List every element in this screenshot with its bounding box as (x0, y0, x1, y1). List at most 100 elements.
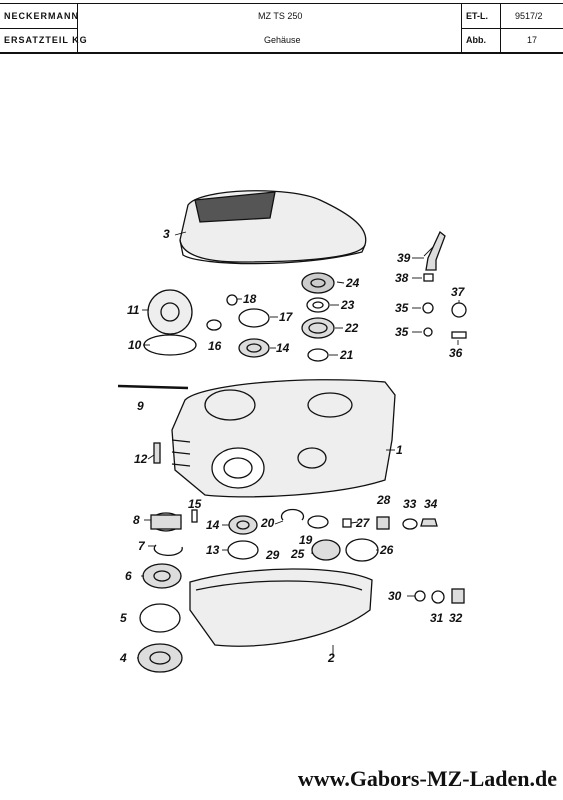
bearing-22 (301, 317, 335, 339)
part-label: 13 (206, 543, 220, 557)
bolt-34 (420, 518, 438, 527)
seal-ring-16 (206, 319, 222, 331)
part-label: 4 (119, 651, 127, 665)
cap-37 (451, 302, 467, 318)
part-label: 35 (395, 301, 409, 315)
department-name: ERSATZTEIL KG (4, 35, 88, 45)
bearing-flange-part (147, 289, 193, 335)
part-label: 1 (396, 443, 403, 457)
part-label: 37 (451, 285, 466, 299)
frame-top (0, 3, 563, 4)
part-label: 6 (125, 569, 132, 583)
leader-lines (137, 231, 460, 659)
part-label: 35 (395, 325, 409, 339)
part-label: 18 (243, 292, 257, 306)
part-label: 2 (327, 651, 335, 665)
catalog-label: ET-L. (466, 11, 488, 21)
part-label: 25 (290, 547, 305, 561)
ball-35a (422, 302, 434, 314)
divider-v3 (500, 3, 501, 53)
ring-19 (307, 515, 329, 529)
part-label: 22 (344, 321, 359, 335)
nut-38 (423, 273, 434, 282)
breather-39 (425, 230, 446, 271)
part-label: 20 (260, 516, 275, 530)
part-label: 3 (163, 227, 170, 241)
part-label: 23 (340, 298, 355, 312)
pin-15 (191, 509, 198, 523)
gasket-26 (345, 538, 379, 562)
ball-18 (226, 294, 238, 306)
part-label: 9 (137, 399, 144, 413)
bearing-8 (150, 512, 182, 532)
flange-gasket-part (143, 334, 197, 356)
website-url[interactable]: www.Gabors-MZ-Laden.de (297, 766, 557, 791)
o-ring-5 (139, 603, 181, 633)
part-label: 12 (134, 452, 148, 466)
part-label: 16 (208, 339, 222, 353)
washer-33 (402, 518, 418, 530)
divider-v1 (77, 3, 78, 53)
part-label: 29 (265, 548, 280, 562)
part-label: 15 (188, 497, 202, 511)
part-label: 8 (133, 513, 140, 527)
o-ring-17 (238, 308, 270, 328)
seal-23 (306, 297, 330, 313)
part-label: 17 (279, 310, 294, 324)
part-label: 26 (379, 543, 394, 557)
frame-bottom (0, 52, 563, 54)
exploded-parts-drawing: 3 1 2 4 5 6 7 8 9 10 11 12 13 14 14 15 1… (117, 190, 467, 673)
screw-28 (376, 516, 390, 530)
part-label: 32 (449, 611, 463, 625)
figure-number: 17 (527, 35, 538, 45)
divider-right (461, 28, 563, 29)
part-label: 10 (128, 338, 142, 352)
ring-30 (414, 590, 426, 602)
part-label: 27 (355, 516, 371, 530)
part-label: 30 (388, 589, 402, 603)
part-label: 33 (403, 497, 417, 511)
part-label: 14 (206, 518, 220, 532)
section-title: Gehäuse (264, 35, 301, 45)
part-label: 31 (430, 611, 444, 625)
model-name: MZ TS 250 (258, 11, 303, 21)
shaft-seal-14 (238, 338, 270, 358)
crankcase-part (171, 379, 396, 498)
part-label: 36 (449, 346, 463, 360)
ring-31 (431, 590, 445, 604)
circlip-20 (280, 508, 305, 521)
part-label: 21 (339, 348, 354, 362)
figure-label: Abb. (466, 35, 486, 45)
part-label: 24 (345, 276, 360, 290)
ring-21 (307, 348, 329, 362)
bearing-24 (301, 272, 335, 294)
plug-32 (451, 588, 465, 604)
part-label: 19 (299, 533, 313, 547)
ring-13 (227, 540, 259, 560)
company-name: NECKERMANN (4, 11, 79, 21)
rod-9 (117, 384, 189, 390)
part-label: 11 (127, 303, 140, 317)
pin-12 (153, 442, 161, 464)
divider-left (0, 28, 78, 29)
part-labels: 3 1 2 4 5 6 7 8 9 10 11 12 13 14 14 15 1… (119, 227, 466, 665)
part-label: 38 (395, 271, 409, 285)
catalog-number: 9517/2 (515, 11, 543, 21)
clutch-cover-part (179, 190, 367, 265)
part-label: 7 (138, 539, 146, 553)
part-label: 28 (376, 493, 391, 507)
plug-27 (342, 518, 352, 528)
ball-35b (423, 327, 433, 337)
part-label: 34 (424, 497, 438, 511)
seal-14b (228, 515, 258, 535)
disc-6 (142, 563, 182, 589)
part-label: 5 (120, 611, 127, 625)
screw-36 (451, 331, 467, 339)
part-label: 14 (276, 341, 290, 355)
lower-case-part (189, 568, 373, 647)
flange-4 (137, 643, 183, 673)
cover-25 (311, 539, 341, 561)
circlip-7 (153, 544, 183, 557)
title-block: NECKERMANN ERSATZTEIL KG MZ TS 250 Gehäu… (0, 0, 563, 54)
part-label: 39 (397, 251, 411, 265)
